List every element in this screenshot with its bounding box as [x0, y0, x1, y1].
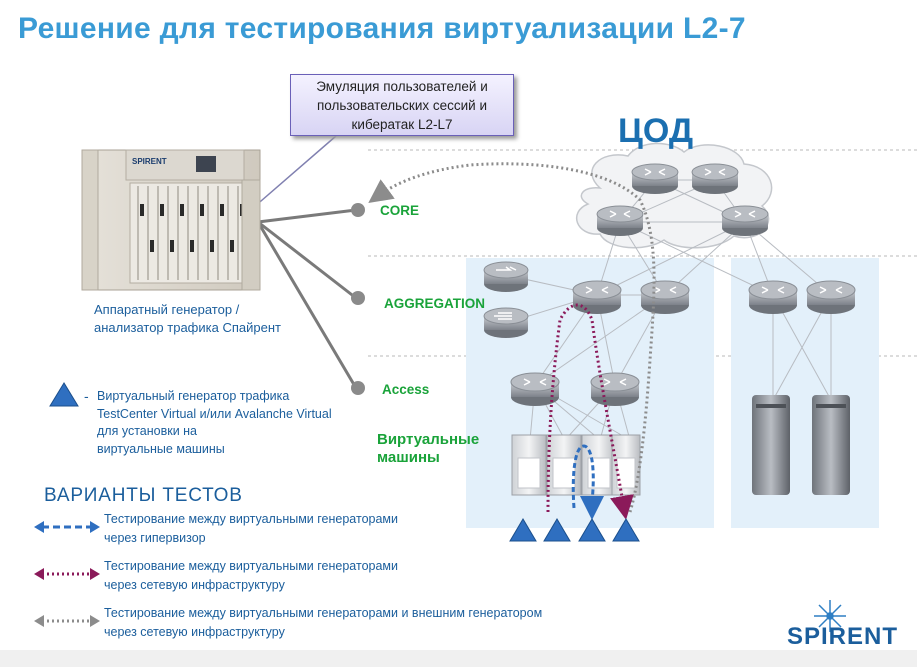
vg-line: TestCenter Virtual и/или Avalanche Virtu…	[97, 406, 332, 421]
router-icon	[596, 205, 644, 236]
triangle-icon	[49, 382, 79, 407]
chassis-side	[241, 179, 261, 291]
legend-line: через сетевую инфраструктуру	[104, 625, 285, 639]
legend-item-hypervisor: Тестирование между виртуальными генерато…	[104, 510, 398, 548]
aggregation-port	[351, 291, 365, 305]
legend-arrow-external	[34, 615, 100, 627]
firewall-icon	[483, 261, 529, 292]
chassis-ports	[140, 204, 244, 252]
legend-dash: -	[84, 388, 89, 404]
legend-line: через гипервизор	[104, 531, 206, 545]
hardware-caption-line: Аппаратный генератор /	[94, 302, 240, 317]
legend-arrow-hypervisor	[34, 521, 100, 533]
router-icon	[748, 280, 798, 314]
legend-line: Тестирование между виртуальными генерато…	[104, 606, 543, 620]
legend-line: через сетевую инфраструктуру	[104, 578, 285, 592]
core-port	[351, 203, 365, 217]
vg-line: виртуальные машины	[97, 441, 225, 456]
layer-label-access: Access	[382, 382, 430, 397]
chassis-brand-label: SPIRENT	[132, 157, 167, 166]
callout-pointer	[245, 135, 337, 215]
layer-label-core: CORE	[380, 203, 420, 218]
vm-label-line: Виртуальные	[377, 431, 480, 448]
hardware-caption-line: анализатор трафика Спайрент	[94, 320, 281, 335]
tests-title: ВАРИАНТЫ ТЕСТОВ	[44, 485, 243, 506]
router-icon	[721, 205, 769, 236]
storage-icon	[752, 395, 790, 495]
vg-line: Виртуальный генератор трафика	[97, 389, 290, 403]
external-test-path	[368, 162, 656, 513]
legend-line: Тестирование между виртуальными генерато…	[104, 512, 399, 526]
router-icon	[590, 372, 640, 406]
virtual-generator-description: Виртуальный генератор трафика TestCenter…	[97, 388, 332, 458]
router-icon	[691, 163, 739, 194]
page-title: Решение для тестирования виртуализации L…	[18, 12, 746, 45]
callout-line: пользовательских сессий и	[316, 98, 488, 113]
legend-item-external: Тестирование между виртуальными генерато…	[104, 604, 542, 642]
triangle-icon	[578, 518, 606, 542]
triangle-icon	[612, 518, 640, 542]
hardware-links	[256, 208, 358, 389]
router-icon	[510, 372, 560, 406]
vg-line: для установки на	[97, 424, 197, 438]
network-test-path	[546, 303, 634, 520]
server-rack-icon	[511, 434, 547, 496]
chassis-slots	[137, 186, 239, 280]
router-icon	[806, 280, 856, 314]
load-balancer-icon	[483, 307, 529, 338]
router-icon	[640, 280, 690, 314]
access-port	[351, 381, 365, 395]
server-rack-icon	[581, 434, 617, 496]
callout-line: Эмуляция пользователей и	[316, 79, 488, 94]
triangle-icon	[509, 518, 537, 542]
hardware-chassis-icon	[81, 149, 261, 291]
hypervisor-test-path	[571, 444, 605, 520]
router-icon	[572, 280, 622, 314]
footer-band	[0, 650, 917, 667]
layer-label-aggregation: AGGREGATION	[384, 296, 485, 311]
legend-item-network: Тестирование между виртуальными генерато…	[104, 557, 398, 595]
server-rack-icon	[546, 434, 582, 496]
router-icon	[631, 163, 679, 194]
storage-icon	[812, 395, 850, 495]
hardware-caption: Аппаратный генератор / анализатор трафик…	[94, 301, 281, 337]
callout-box: Эмуляция пользователей и пользовательски…	[290, 74, 514, 136]
vm-label-line: машины	[377, 449, 440, 466]
legend-line: Тестирование между виртуальными генерато…	[104, 559, 399, 573]
callout-line: кибератак L2-L7	[351, 117, 453, 132]
spirent-logo-icon	[814, 600, 846, 632]
datacenter-title: ЦОД	[618, 112, 694, 150]
triangle-icon	[543, 518, 571, 542]
vm-label: Виртуальные машины	[377, 431, 479, 467]
spirent-logo-text: SPIRENT	[787, 623, 899, 650]
legend-arrow-network	[34, 568, 100, 580]
